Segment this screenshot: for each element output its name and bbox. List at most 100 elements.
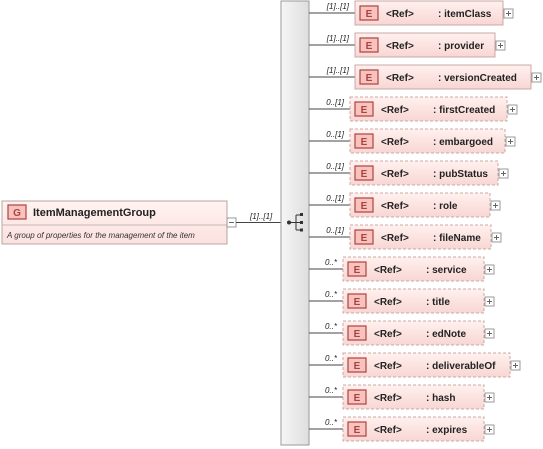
expand-icon[interactable] [531,72,542,83]
element-badge-label: E [366,9,373,20]
element-multiplicity: [1]..[1] [326,66,350,75]
element-name: : hash [426,393,455,404]
element-row[interactable]: 0..[1] E <Ref> : embargoed [309,128,516,154]
element-ref-label: <Ref> [386,41,414,52]
element-badge-icon: E [347,293,367,309]
element-multiplicity: 0..[1] [326,98,345,107]
element-ref-label: <Ref> [374,361,402,372]
element-multiplicity: 0..[1] [326,194,345,203]
element-badge-icon: E [354,229,374,245]
element-card[interactable] [354,0,504,26]
expand-icon[interactable] [484,424,495,435]
expand-icon[interactable] [484,264,495,275]
element-badge-icon: E [347,421,367,437]
expand-icon[interactable] [510,360,521,371]
element-row[interactable]: 0..* E <Ref> : service [309,256,495,282]
element-name: : expires [426,425,468,436]
element-name: : firstCreated [433,105,495,116]
element-row[interactable]: 0..* E <Ref> : deliverableOf [309,352,521,378]
element-list: [1]..[1]E<Ref>: itemClass[1]..[1]E<Ref>:… [309,0,542,442]
element-card[interactable] [349,96,508,122]
element-badge-icon: E [354,197,374,213]
element-multiplicity: [1]..[1] [326,34,350,43]
expand-icon[interactable] [507,104,518,115]
element-badge-icon: E [359,69,379,85]
element-badge-icon: E [354,133,374,149]
element-card[interactable] [349,128,506,154]
element-ref-label: <Ref> [381,137,409,148]
element-row[interactable]: 0..*E<Ref>: edNote [309,320,495,346]
expand-icon[interactable] [491,232,502,243]
element-badge-label: E [354,297,361,308]
element-ref-label: <Ref> [386,73,414,84]
element-card[interactable] [349,160,499,186]
element-ref-label: <Ref> [381,233,409,244]
expand-icon[interactable] [484,392,495,403]
element-ref-label: <Ref> [374,393,402,404]
element-row[interactable]: [1]..[1]E<Ref>: versionCreated [309,64,542,90]
element-row[interactable]: [1]..[1]E<Ref>: itemClass [309,0,514,26]
element-row[interactable]: 0..*E<Ref>: expires [309,416,495,442]
element-multiplicity: 0..* [325,290,338,299]
element-row[interactable]: 0..[1]E<Ref>: pubStatus [309,160,509,186]
element-badge-icon: E [359,5,379,21]
element-multiplicity: 0..[1] [326,130,345,139]
element-name: : pubStatus [433,169,488,180]
group-description: A group of properties for the management… [6,231,195,240]
element-ref-label: <Ref> [381,105,409,116]
element-name: : title [426,297,450,308]
element-badge-icon: E [359,37,379,53]
element-badge-label: E [354,393,361,404]
element-row[interactable]: 0..* E <Ref> : hash [309,384,495,410]
element-row[interactable]: 0..*E<Ref>: title [309,288,495,314]
element-badge-label: E [366,73,373,84]
group-collapse-icon[interactable] [226,217,237,228]
element-badge-label: E [366,41,373,52]
group-badge-label: G [13,208,21,219]
element-name: : service [426,265,467,276]
expand-icon[interactable] [498,168,509,179]
element-row[interactable]: 0..[1] E <Ref> : fileName [309,224,502,250]
sequence-compositor-icon [287,213,303,232]
element-multiplicity: 0..[1] [326,162,345,171]
element-name: : provider [438,41,484,52]
element-badge-label: E [354,361,361,372]
element-card[interactable] [354,64,532,90]
element-badge-label: E [361,233,368,244]
group-name: ItemManagementGroup [33,207,156,219]
expand-icon[interactable] [490,200,501,211]
element-row[interactable]: 0..[1] E <Ref> : role [309,192,501,218]
element-badge-icon: E [347,357,367,373]
expand-icon[interactable] [505,136,516,147]
expand-icon[interactable] [503,8,514,19]
expand-icon[interactable] [484,328,495,339]
element-ref-label: <Ref> [374,329,402,340]
element-badge-label: E [361,201,368,212]
element-ref-label: <Ref> [381,201,409,212]
expand-icon[interactable] [484,296,495,307]
element-card[interactable] [342,352,511,378]
element-name: : deliverableOf [426,361,496,372]
element-badge-label: E [361,169,368,180]
group-node[interactable]: G ItemManagementGroup A group of propert… [1,200,228,245]
expand-icon[interactable] [495,40,506,51]
element-badge-label: E [354,265,361,276]
element-row[interactable]: [1]..[1] E <Ref> : provider [309,32,506,58]
element-multiplicity: 0..[1] [326,226,345,235]
element-badge-icon: E [347,261,367,277]
element-card[interactable] [349,224,492,250]
element-ref-label: <Ref> [374,265,402,276]
element-ref-label: <Ref> [374,425,402,436]
element-multiplicity: 0..* [325,354,338,363]
element-name: : role [433,201,458,212]
element-multiplicity: [1]..[1] [326,2,350,11]
element-badge-label: E [361,137,368,148]
element-badge-icon: E [354,165,374,181]
element-multiplicity: 0..* [325,258,338,267]
element-multiplicity: 0..* [325,386,338,395]
element-name: : embargoed [433,137,493,148]
element-row[interactable]: 0..[1]E<Ref>: firstCreated [309,96,518,122]
element-name: : fileName [433,233,481,244]
element-badge-label: E [354,425,361,436]
element-badge-icon: E [347,325,367,341]
